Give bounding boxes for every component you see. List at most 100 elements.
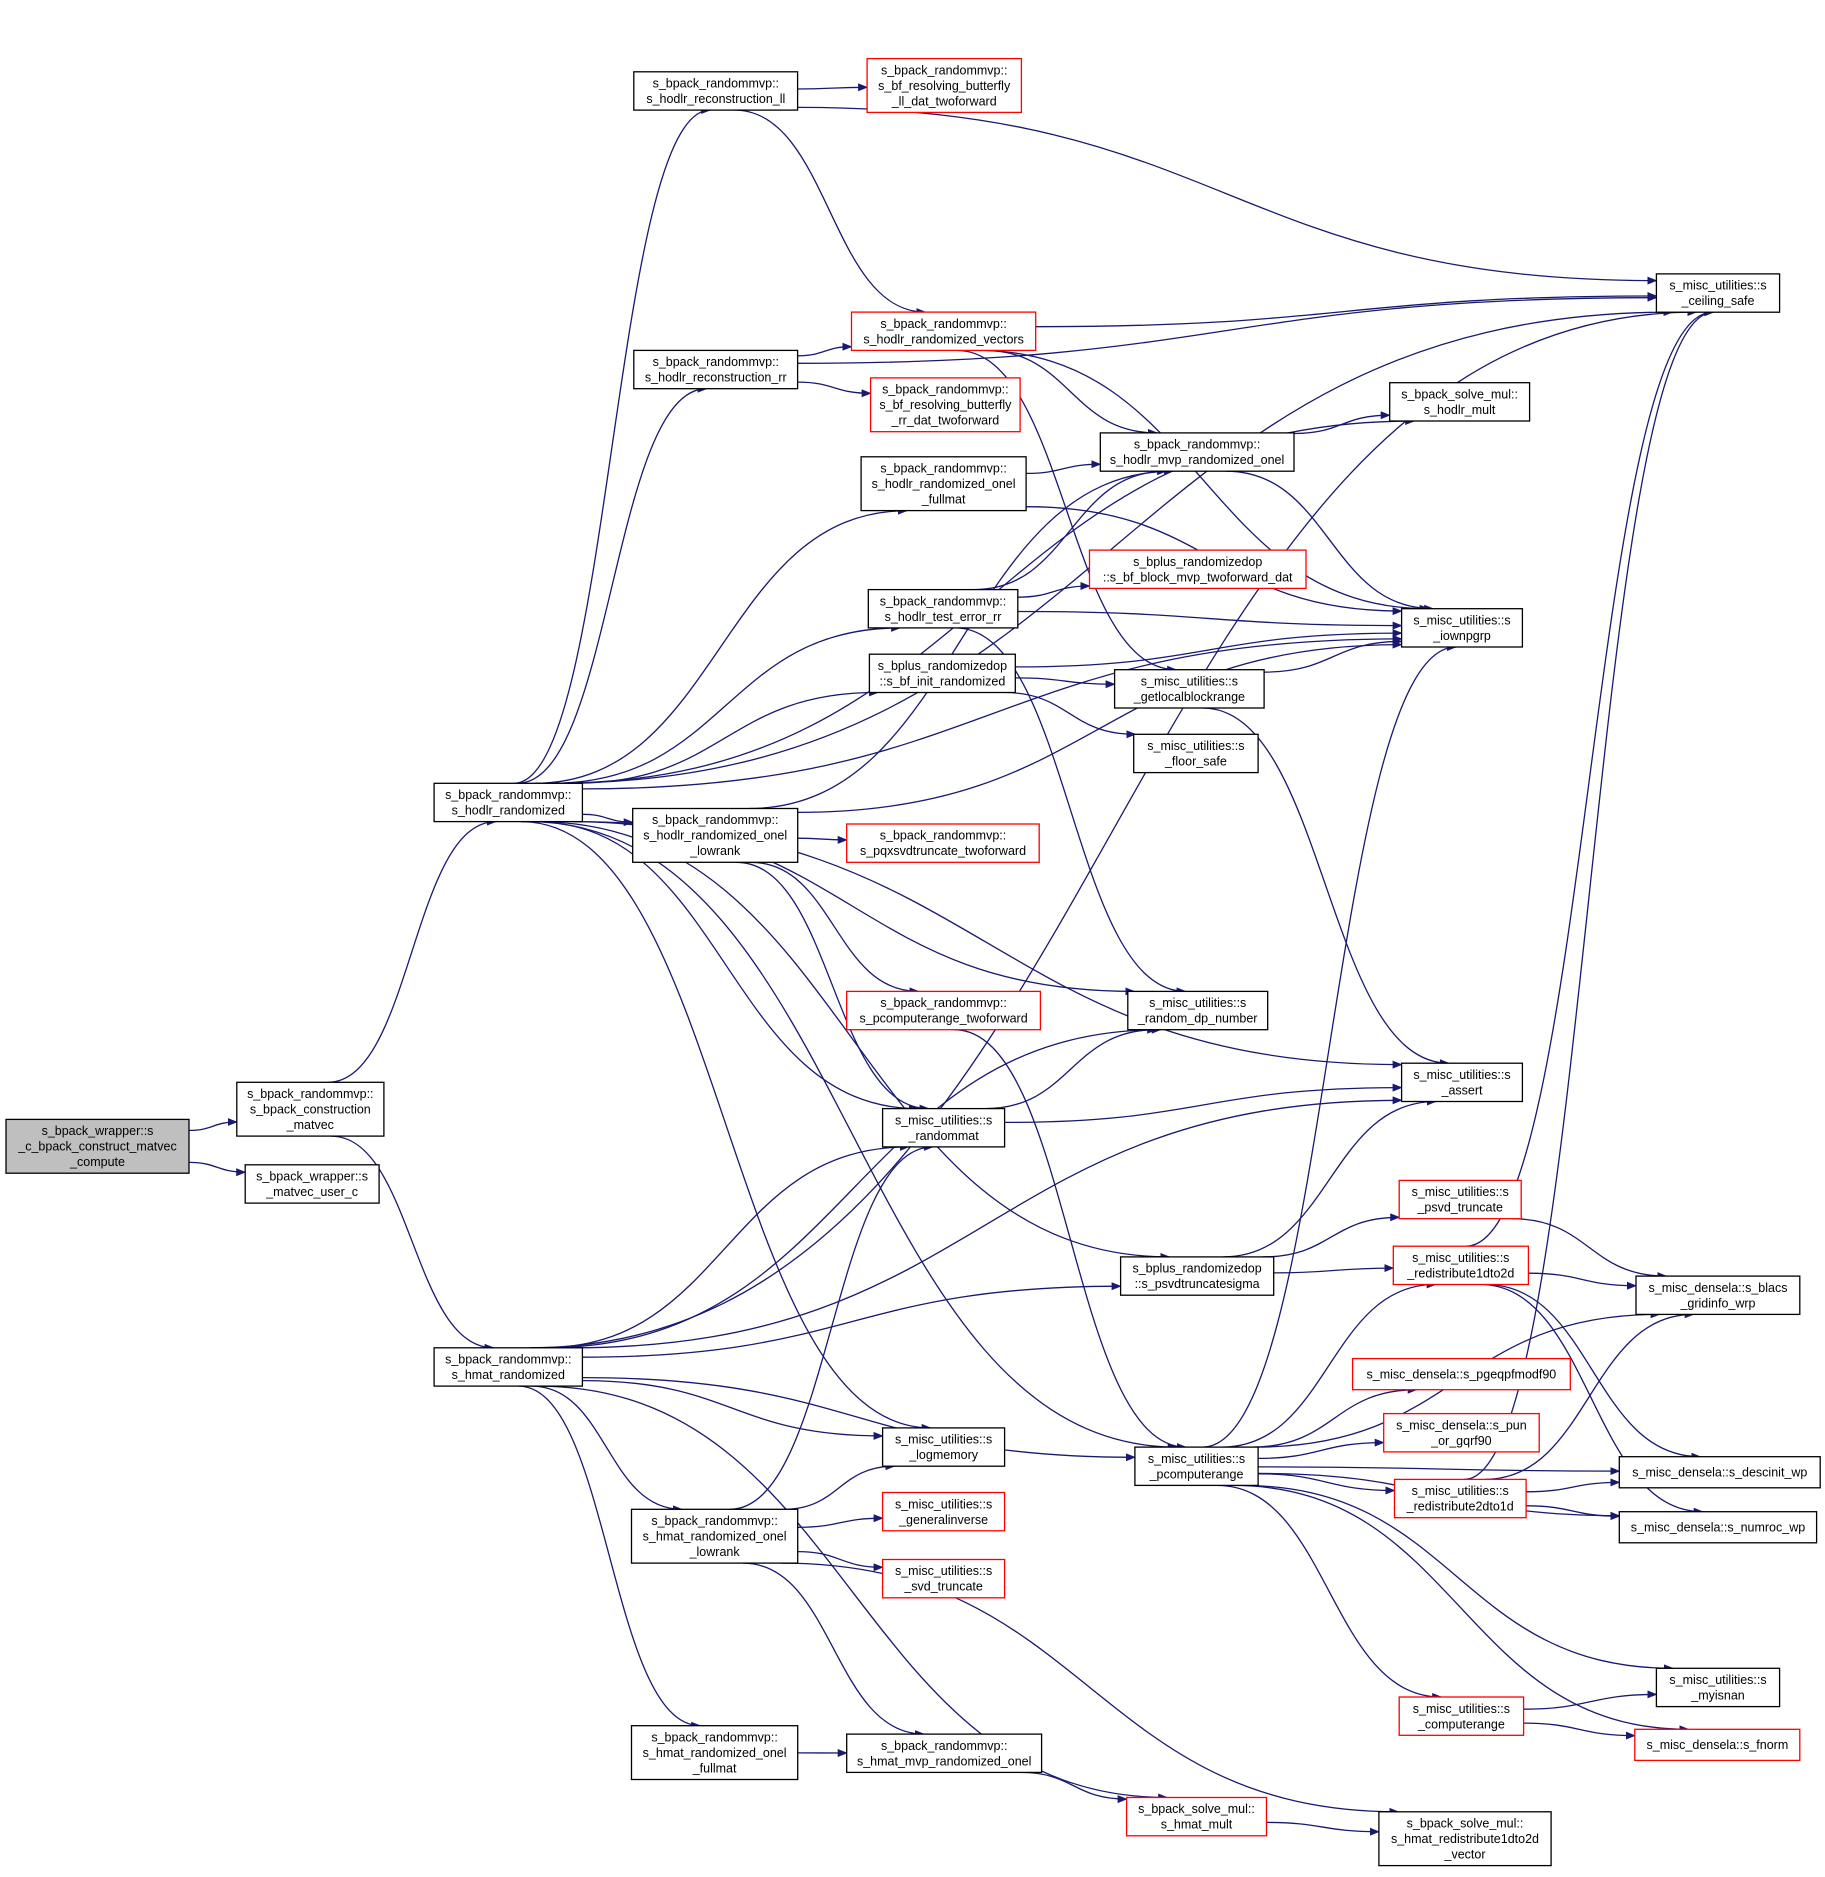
- node-label-line: s_bpack_solve_mul::: [1401, 387, 1518, 401]
- node-recon-ll[interactable]: s_bpack_randommvp::s_hodlr_reconstructio…: [633, 71, 799, 111]
- node-svd-trunc[interactable]: s_misc_utilities::s_svd_truncate: [881, 1558, 1006, 1599]
- node-box: [846, 990, 1042, 1031]
- edge-recon_ll-to-bf_res_ll: [797, 83, 869, 92]
- node-label-line: s_bpack_randommvp::: [652, 813, 778, 827]
- node-pcomputerange[interactable]: s_misc_utilities::s_pcomputerange: [1134, 1446, 1259, 1487]
- node-box: [5, 1118, 190, 1174]
- node-matvec-user[interactable]: s_bpack_wrapper::s_matvec_user_c: [244, 1164, 380, 1204]
- node-box: [630, 1508, 799, 1564]
- node-ceiling[interactable]: s_misc_utilities::s_ceiling_safe: [1655, 273, 1781, 313]
- edge-redist1to2-to-blacs: [1528, 1272, 1637, 1290]
- node-hmat-onel-fullmat[interactable]: s_bpack_randommvp::s_hmat_randomized_one…: [630, 1725, 799, 1781]
- node-label-line: s_misc_utilities::s: [1669, 1673, 1766, 1687]
- node-box: [1398, 1696, 1525, 1736]
- node-psvd-trunc[interactable]: s_misc_utilities::s_psvd_truncate: [1398, 1179, 1522, 1220]
- node-hmat-mult[interactable]: s_bpack_solve_mul::s_hmat_mult: [1125, 1796, 1268, 1837]
- node-pgeqpf[interactable]: s_misc_densela::s_pgeqpfmodf90: [1351, 1357, 1571, 1391]
- node-box: [1088, 549, 1307, 590]
- node-label-line: s_hodlr_randomized_onel: [872, 477, 1016, 491]
- edge-getlocal-to-assert: [1202, 707, 1450, 1068]
- node-redist1to2[interactable]: s_misc_utilities::s_redistribute1dto2d: [1392, 1245, 1530, 1286]
- edge-hodlr_rand-to-pcomputerange: [528, 820, 1178, 1452]
- node-floor[interactable]: s_misc_utilities::s_floor_safe: [1133, 733, 1259, 774]
- node-psvdtruncsigma[interactable]: s_bplus_randomizedop::s_psvdtruncatesigm…: [1119, 1256, 1275, 1296]
- edge-onel_lowrank-to-iownpgrp: [797, 640, 1403, 814]
- node-hmat-rand[interactable]: s_bpack_randommvp::s_hmat_randomized: [433, 1347, 584, 1387]
- node-computerange[interactable]: s_misc_utilities::s_computerange: [1398, 1696, 1525, 1736]
- node-label-line: s_misc_utilities::s: [1141, 674, 1238, 688]
- node-bf-block-mvp[interactable]: s_bplus_randomizedop::s_bf_block_mvp_two…: [1088, 549, 1307, 590]
- edge-computerange-to-myisnan: [1523, 1690, 1658, 1710]
- node-test-error[interactable]: s_bpack_randommvp::s_hodlr_test_error_rr: [867, 588, 1019, 629]
- node-blacs[interactable]: s_misc_densela::s_blacs_gridinfo_wrp: [1635, 1275, 1801, 1316]
- node-label-line: s_bpack_randommvp::: [247, 1087, 373, 1101]
- node-label-line: s_bpack_randommvp::: [881, 63, 1007, 77]
- node-label-line: _computerange: [1417, 1717, 1505, 1731]
- node-label-line: s_pqxsvdtruncate_twoforward: [860, 844, 1026, 858]
- node-label-line: s_misc_densela::s_pun: [1396, 1418, 1527, 1432]
- node-box: [1099, 432, 1295, 472]
- node-bf-res-rr[interactable]: s_bpack_randommvp::s_bf_resolving_butter…: [869, 377, 1021, 433]
- node-mvp-onel[interactable]: s_bpack_randommvp::s_hodlr_mvp_randomize…: [1099, 432, 1295, 472]
- node-label-line: s_bpack_wrapper::s: [256, 1170, 368, 1184]
- edge-hodlr_rand-to-recon_ll: [513, 106, 712, 784]
- node-box: [1635, 1275, 1801, 1316]
- node-solve-hodlr-mult[interactable]: s_bpack_solve_mul::s_hodlr_mult: [1389, 382, 1531, 422]
- edge-pcomputerange-to-fnorm: [1232, 1484, 1690, 1734]
- node-label-line: s_misc_utilities::s: [1412, 1185, 1509, 1199]
- edge-recon_rr-to-rand_vectors: [797, 342, 853, 357]
- edge-hodlr_rand-to-randommat: [533, 820, 919, 1113]
- node-bf-res-ll[interactable]: s_bpack_randommvp::s_bf_resolving_butter…: [866, 57, 1023, 114]
- edge-pcomputerange-to-myisnan: [1241, 1484, 1674, 1673]
- node-myisnan[interactable]: s_misc_utilities::s_myisnan: [1655, 1667, 1781, 1708]
- node-box: [633, 349, 799, 390]
- edge-hmat_rand-to-pcomputerange: [582, 1376, 1136, 1462]
- node-onel-fullmat[interactable]: s_bpack_randommvp::s_hodlr_randomized_on…: [860, 456, 1027, 512]
- node-hmat-mvp-onel[interactable]: s_bpack_randommvp::s_hmat_mvp_randomized…: [846, 1733, 1043, 1774]
- node-pqxsvd[interactable]: s_bpack_randommvp::s_pqxsvdtruncate_twof…: [846, 823, 1040, 863]
- node-getlocal[interactable]: s_misc_utilities::s_getlocalblockrange: [1113, 669, 1265, 709]
- node-label-line: _getlocalblockrange: [1133, 690, 1245, 704]
- node-random-dp[interactable]: s_misc_utilities::s_random_dp_number: [1127, 990, 1269, 1031]
- node-label-line: s_hodlr_mvp_randomized_onel: [1110, 453, 1284, 467]
- node-recon-rr[interactable]: s_bpack_randommvp::s_hodlr_reconstructio…: [633, 349, 799, 390]
- node-label-line: _pcomputerange: [1149, 1467, 1244, 1481]
- node-iownpgrp[interactable]: s_misc_utilities::s_iownpgrp: [1400, 608, 1524, 648]
- node-pcomp-twofwd[interactable]: s_bpack_randommvp::s_pcomputerange_twofo…: [846, 990, 1042, 1031]
- node-numroc[interactable]: s_misc_densela::s_numroc_wp: [1618, 1511, 1818, 1544]
- node-box: [1400, 1062, 1524, 1103]
- node-bf-init[interactable]: s_bplus_randomizedop::s_bf_init_randomiz…: [868, 653, 1016, 694]
- node-logmemory[interactable]: s_misc_utilities::s_logmemory: [881, 1427, 1006, 1467]
- edge-pcomputerange-to-redist2to1: [1258, 1473, 1396, 1495]
- edge-hmat_onel_lowrank-to-hmat_redist: [781, 1562, 1400, 1816]
- edge-hmat_mvp_onel-to-hmat_mult: [1020, 1771, 1128, 1804]
- node-label-line: _redistribute2dto1d: [1406, 1500, 1514, 1514]
- node-onel-lowrank[interactable]: s_bpack_randommvp::s_hodlr_randomized_on…: [632, 807, 799, 863]
- node-randommat[interactable]: s_misc_utilities::s_randommat: [881, 1107, 1006, 1148]
- node-generalinverse[interactable]: s_misc_utilities::s_generalinverse: [881, 1491, 1006, 1532]
- node-label-line: s_hodlr_randomized_onel: [643, 829, 787, 843]
- node-label-line: s_hmat_mvp_randomized_onel: [857, 1754, 1031, 1768]
- edge-bf_init-to-getlocal: [1015, 677, 1116, 689]
- node-construction[interactable]: s_bpack_randommvp::s_bpack_construction_…: [236, 1081, 385, 1137]
- node-hodlr-rand[interactable]: s_bpack_randommvp::s_hodlr_randomized: [433, 782, 584, 823]
- node-label-line: s_bpack_wrapper::s: [42, 1124, 154, 1138]
- node-assert[interactable]: s_misc_utilities::s_assert: [1400, 1062, 1524, 1103]
- edge-hmat_onel_lowrank-to-svd_trunc: [797, 1550, 884, 1572]
- edge-randommat-to-assert: [1004, 1083, 1403, 1124]
- node-label-line: _generalinverse: [898, 1513, 988, 1527]
- node-box: [433, 782, 584, 823]
- node-redist2to1[interactable]: s_misc_utilities::s_redistribute2dto1d: [1393, 1478, 1527, 1519]
- node-rand-vectors[interactable]: s_bpack_randommvp::s_hodlr_randomized_ve…: [850, 311, 1037, 352]
- node-descinit[interactable]: s_misc_densela::s_descinit_wp: [1618, 1456, 1821, 1489]
- edge-recon_rr-to-bf_res_rr: [797, 381, 872, 398]
- node-pun[interactable]: s_misc_densela::s_pun_or_gqrf90: [1383, 1412, 1540, 1453]
- edge-construction-to-hmat_rand: [330, 1135, 495, 1352]
- node-hmat-onel-lowrank[interactable]: s_bpack_randommvp::s_hmat_randomized_one…: [630, 1508, 799, 1564]
- node-label-line: _myisnan: [1690, 1689, 1745, 1703]
- node-label-line: _fullmat: [921, 493, 966, 507]
- edge-hodlr_rand-to-ceiling: [553, 308, 1674, 784]
- node-fnorm[interactable]: s_misc_densela::s_fnorm: [1634, 1728, 1801, 1762]
- node-hmat-redist[interactable]: s_bpack_solve_mul::s_hmat_redistribute1d…: [1378, 1811, 1552, 1867]
- edge-rand_vectors-to-iownpgrp: [976, 349, 1430, 613]
